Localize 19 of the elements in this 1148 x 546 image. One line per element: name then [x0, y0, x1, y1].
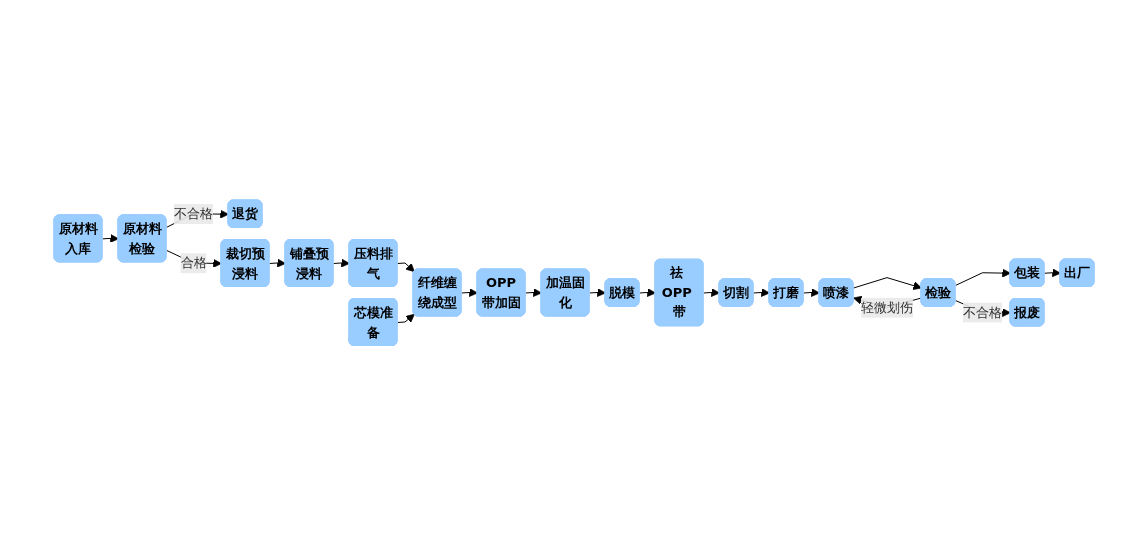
- arrow: [397, 262, 415, 273]
- arrow: [703, 288, 720, 298]
- arrow: [955, 268, 1011, 287]
- arrow: [102, 234, 119, 244]
- arrow: [269, 258, 286, 268]
- arrow: [753, 288, 770, 298]
- edge-label: 轻微划伤: [861, 299, 913, 315]
- arrow: [1044, 268, 1061, 278]
- arrow: [853, 277, 922, 291]
- arrow: [589, 288, 606, 298]
- arrow: [639, 288, 656, 298]
- arrow: [397, 314, 415, 324]
- arrow: [525, 288, 542, 298]
- arrow: [461, 288, 478, 298]
- arrow: [803, 288, 820, 298]
- arrow: [333, 258, 350, 268]
- edge-label: 不合格: [174, 206, 213, 222]
- edge-label: 不合格: [963, 304, 1002, 320]
- edge-label: 合格: [180, 255, 207, 271]
